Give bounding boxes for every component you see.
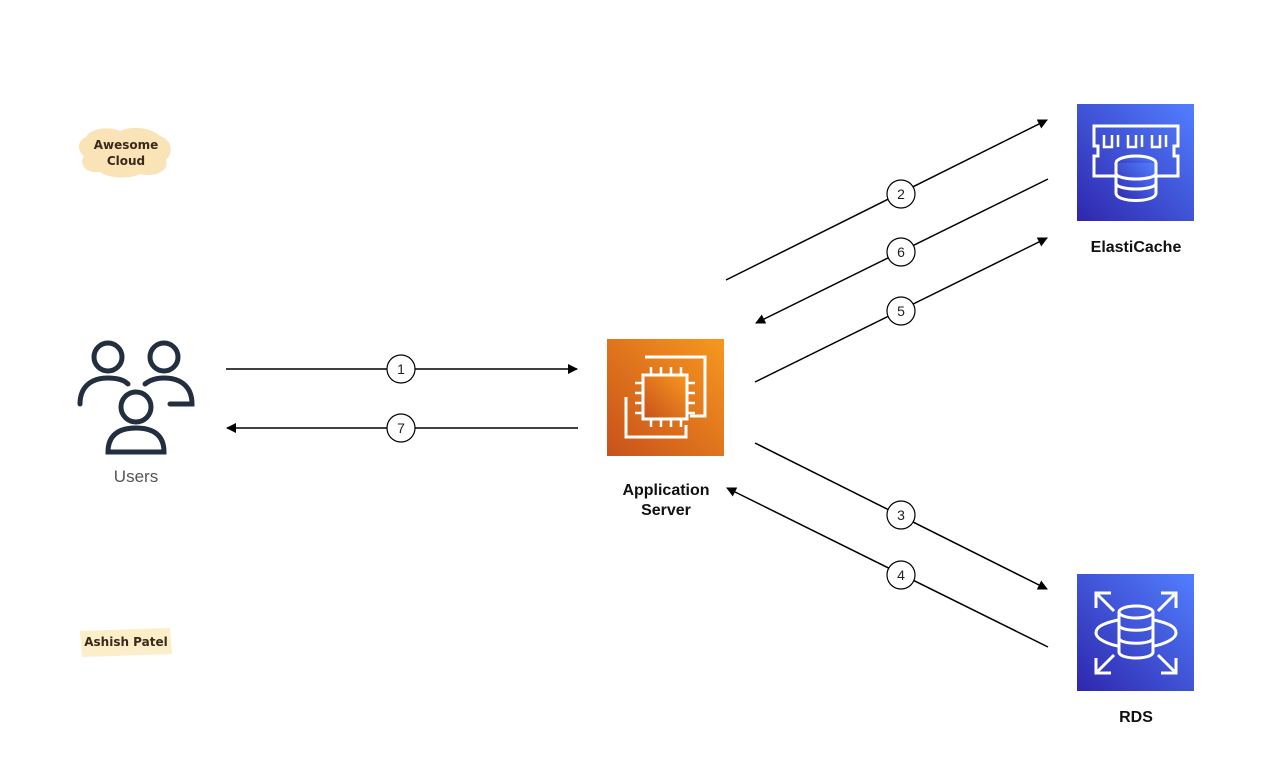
logo-text-line-1: Awesome	[94, 138, 159, 152]
rds-node	[1077, 574, 1194, 691]
elasticache-node	[1077, 104, 1194, 221]
logo-sticker-shape	[78, 127, 171, 178]
step-4-number: 4	[897, 567, 905, 583]
app-server-label-line-2: Server	[641, 502, 691, 519]
logo-text-line-2: Cloud	[107, 154, 145, 168]
app-server-label-line-1: Application	[622, 482, 709, 499]
step-7-number: 7	[397, 420, 405, 436]
step-marker-3: 3	[886, 500, 916, 530]
users-label: Users	[114, 467, 158, 486]
step-1-number: 1	[397, 361, 405, 377]
step-2-number: 2	[897, 186, 905, 202]
elasticache-label: ElastiCache	[1091, 239, 1182, 256]
step-6-number: 6	[897, 244, 905, 260]
author-name: Ashish Patel	[84, 635, 168, 649]
awesome-cloud-logo: Awesome Cloud	[78, 127, 171, 178]
rds-label: RDS	[1119, 709, 1153, 726]
step-marker-5: 5	[886, 296, 916, 326]
author-sticker: Ashish Patel	[80, 628, 172, 657]
step-marker-4: 4	[886, 560, 916, 590]
arrow-2-server-to-cache	[725, 119, 1048, 281]
ec2-chip-icon	[624, 355, 707, 439]
elasticache-icon	[1092, 124, 1180, 202]
step-marker-1: 1	[386, 354, 416, 384]
step-3-number: 3	[897, 507, 905, 523]
step-marker-2: 2	[886, 179, 916, 209]
rds-database-icon	[1094, 591, 1178, 675]
application-server-node	[607, 339, 724, 456]
arrow-4-rds-to-server	[726, 487, 1049, 648]
step-5-number: 5	[897, 303, 905, 319]
step-marker-7: 7	[386, 413, 416, 443]
users-icon	[77, 340, 195, 455]
author-sticker-shape	[80, 628, 172, 657]
step-marker-6: 6	[886, 237, 916, 267]
